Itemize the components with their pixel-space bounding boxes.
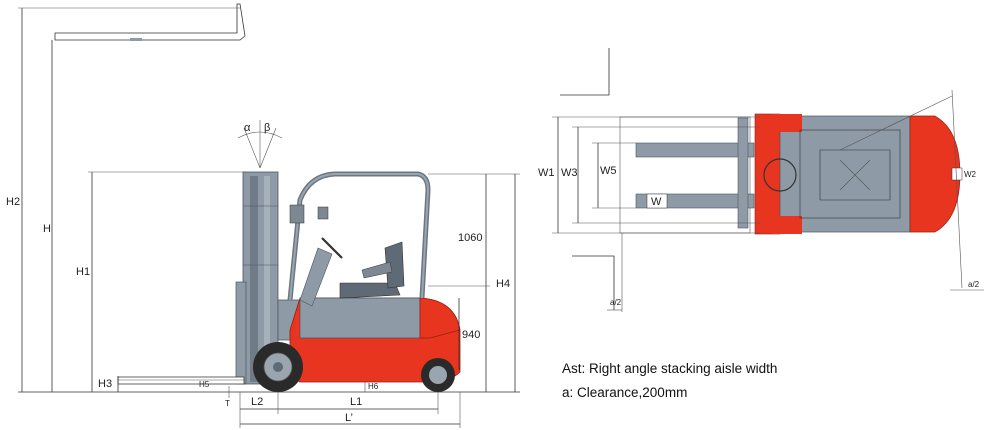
mast <box>235 171 279 385</box>
label-1060: 1060 <box>458 232 482 244</box>
vertical-dimensions <box>18 7 520 398</box>
front-wheel <box>253 342 303 392</box>
label-beta: β <box>264 122 270 134</box>
label-l1: L1 <box>350 396 362 408</box>
label-h1: H1 <box>76 266 90 278</box>
rear-wheel <box>421 358 455 392</box>
label-l2: L2 <box>251 396 263 408</box>
tilt-angle-marks <box>237 120 283 169</box>
label-a2-right: a/2 <box>968 280 980 289</box>
note-ast: Ast: Right angle stacking aisle width <box>562 361 778 376</box>
turning-lines <box>839 89 984 291</box>
label-w1: W1 <box>538 167 555 179</box>
top-view-truck <box>754 113 963 235</box>
seat-and-steering <box>289 204 405 307</box>
label-w3: W3 <box>561 167 578 179</box>
horizontal-dimensions <box>200 383 461 428</box>
overhead-guard <box>287 171 431 301</box>
aisle-corners <box>560 48 615 310</box>
label-w5: W5 <box>600 165 617 177</box>
note-clearance: a: Clearance,200mm <box>562 385 688 400</box>
label-alpha: α <box>244 122 251 134</box>
label-w2: W2 <box>964 170 977 179</box>
lowered-forks <box>117 376 245 385</box>
label-t: T <box>225 399 230 408</box>
w-label-box <box>646 193 668 209</box>
label-h4: H4 <box>496 278 510 290</box>
label-a2-left: a/2 <box>610 298 622 307</box>
top-view-forks <box>635 117 755 229</box>
label-l-total: L’ <box>345 412 353 424</box>
top-view-dimensions <box>552 116 760 312</box>
label-w: W <box>651 196 662 208</box>
raised-forks <box>54 3 246 41</box>
load-outline <box>619 116 751 234</box>
truck-body <box>277 297 461 383</box>
label-940: 940 <box>462 329 480 341</box>
label-h6: H6 <box>368 382 379 391</box>
label-h2: H2 <box>6 196 20 208</box>
label-h3: H3 <box>98 378 112 390</box>
label-h5: H5 <box>199 380 210 389</box>
label-h: H <box>43 223 51 235</box>
